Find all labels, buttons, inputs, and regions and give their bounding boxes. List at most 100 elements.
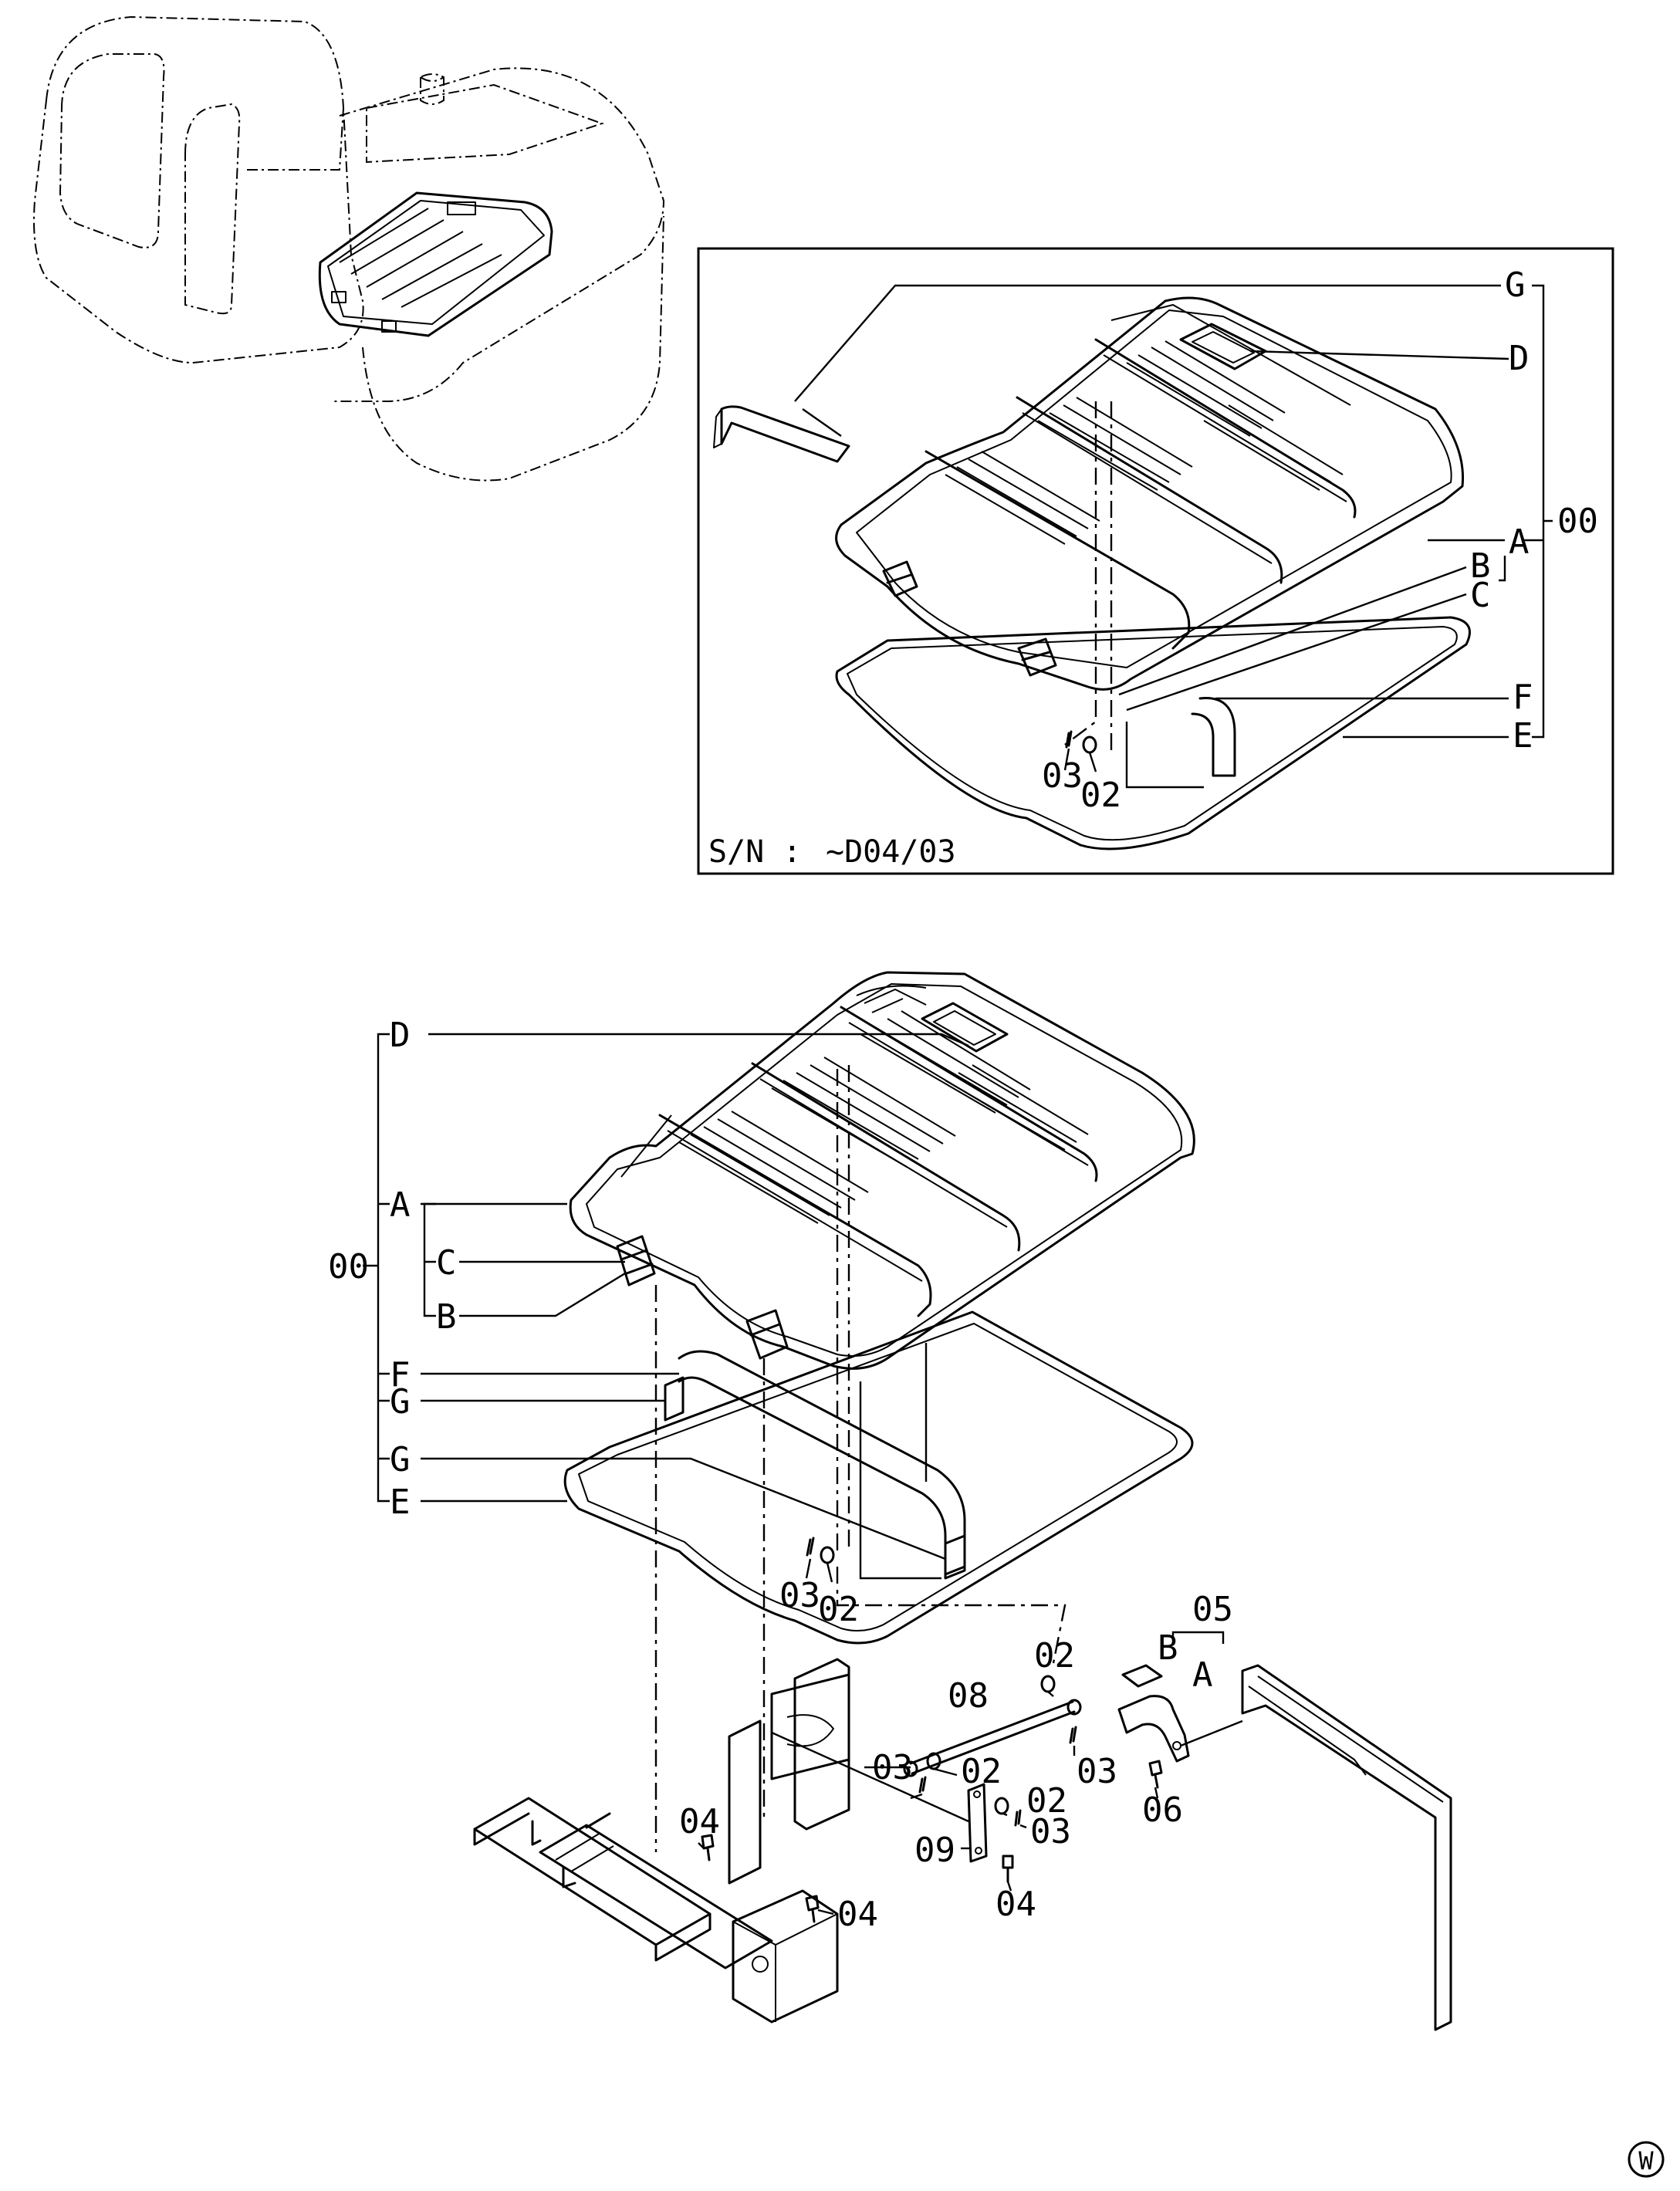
main-part-09-stay <box>967 1783 988 1863</box>
main-pin-03a <box>806 1537 815 1557</box>
inset-label-f: F <box>1513 678 1533 717</box>
main-vent-slots <box>678 1010 1089 1224</box>
main-label-00: 00 <box>328 1247 369 1287</box>
inset-label-e: E <box>1513 716 1533 756</box>
inset-label-00: 00 <box>1557 502 1598 541</box>
main-leader-d <box>428 1033 969 1047</box>
main-label-05: 05 <box>1192 1590 1233 1629</box>
main-label-b: B <box>436 1297 457 1337</box>
main-label-03c: 03 <box>872 1748 913 1787</box>
main-washer-02d <box>994 1797 1009 1815</box>
inset-label-g: G <box>1505 265 1526 305</box>
inset-leader-d <box>1249 350 1509 360</box>
main-label-04a: 04 <box>679 1802 720 1841</box>
main-leader-g2 <box>421 1457 946 1560</box>
main-washer-02a <box>820 1546 835 1564</box>
main-part-05b-plate <box>1121 1664 1163 1688</box>
main-label-f: F <box>390 1355 411 1395</box>
inset-part-g-strip <box>720 405 850 463</box>
main-leader-b <box>459 1272 626 1317</box>
main-bolt-04b <box>805 1895 820 1923</box>
inset-hinge-right <box>1017 637 1057 677</box>
main-pin-03b <box>1069 1726 1077 1744</box>
inset-label-03: 03 <box>1042 756 1083 796</box>
inset-label-02: 02 <box>1080 776 1121 815</box>
cab-door-line <box>247 107 344 171</box>
main-label-05a: A <box>1192 1655 1213 1695</box>
main-label-e: E <box>390 1483 411 1522</box>
cab-outline <box>33 15 364 364</box>
inset-bracket-00 <box>1532 284 1553 739</box>
inset-part-e-seal <box>835 616 1471 850</box>
main-mount-bracket-right <box>728 1658 850 2024</box>
inset-cover-body <box>835 296 1465 691</box>
main-cover-body <box>569 971 1195 1370</box>
main-hinge-left <box>616 1235 656 1287</box>
inset-assembly-line-1 <box>1064 401 1097 746</box>
main-label-08: 08 <box>948 1676 989 1716</box>
main-label-05b: B <box>1158 1628 1178 1668</box>
engine-hood-top <box>366 83 605 164</box>
main-label-g1: G <box>390 1382 411 1422</box>
inset-pin-03 <box>1065 730 1073 749</box>
main-label-03a: 03 <box>779 1576 820 1615</box>
cab-side-window <box>184 103 241 315</box>
main-part-05-bracket <box>1117 1664 1190 1763</box>
main-label-02b: 02 <box>1034 1636 1075 1675</box>
main-label-c: C <box>436 1243 457 1283</box>
inset-leader-02 <box>1088 752 1097 773</box>
inset-part-f-stay <box>1191 697 1236 777</box>
main-label-02c: 02 <box>961 1752 1002 1791</box>
main-bracket-cb <box>423 1202 436 1317</box>
inset-washer-02 <box>1082 735 1097 754</box>
cover-handle-small <box>447 201 476 215</box>
inset-leader-03 <box>1063 748 1070 771</box>
inset-label-b: B <box>1470 546 1491 586</box>
main-bolt-06 <box>1148 1760 1163 1789</box>
corner-mark-letter: W <box>1638 2146 1654 2176</box>
main-mount-bracket-left <box>473 1797 773 1970</box>
counterweight-outline <box>362 215 664 482</box>
main-label-02a: 02 <box>818 1590 859 1629</box>
main-bolt-04a <box>701 1834 715 1861</box>
corner-circle-mark: W <box>1628 2141 1665 2178</box>
main-bolt-04c <box>1002 1855 1014 1883</box>
cab-front-window <box>59 53 165 249</box>
main-part-f-stay <box>678 1350 966 1576</box>
main-label-06: 06 <box>1142 1790 1183 1830</box>
main-pin-03d <box>1014 1809 1022 1827</box>
main-bracket-05 <box>1171 1631 1225 1644</box>
inset-label-a: A <box>1509 522 1530 562</box>
exhaust-stack <box>420 73 445 105</box>
inset-serial-prefix: S/N : <box>708 834 801 870</box>
main-part-05a-bracket <box>1117 1695 1190 1763</box>
main-part-e-seal <box>563 1310 1194 1645</box>
main-label-g2: G <box>390 1440 411 1479</box>
main-label-a: A <box>390 1185 411 1225</box>
main-bracket-00 <box>363 1033 390 1503</box>
main-pin-03c <box>918 1776 927 1794</box>
main-part-g-cap-upper <box>664 1376 685 1422</box>
inset-leader-b <box>1118 566 1467 696</box>
main-hinge-right <box>745 1309 789 1360</box>
inset-hinge-left <box>882 560 918 597</box>
main-label-09: 09 <box>914 1831 955 1870</box>
inset-frame <box>697 247 1614 875</box>
main-assembly-line-5 <box>836 1567 1066 1664</box>
inset-leader-c <box>1126 593 1467 712</box>
excavator-context-illustration <box>33 15 665 482</box>
main-support-frame <box>1241 1664 1452 2031</box>
main-part-g-cap-lower <box>944 1534 966 1580</box>
inset-serial-range: ~D04/03 <box>826 834 956 870</box>
main-washer-02b <box>1040 1675 1056 1693</box>
inset-label-c: C <box>1470 576 1491 615</box>
inset-label-d: D <box>1509 339 1530 378</box>
inset-vent-slots <box>945 340 1344 545</box>
main-label-03d: 03 <box>1030 1812 1071 1851</box>
main-exploded-view: D A 00 C B F G G E 03 02 02 03 08 03 02 … <box>328 971 1452 2031</box>
inset-bracket-ab <box>1499 556 1506 582</box>
serial-inset-panel: G D A B C F E 00 03 02 S/N : ~D04/03 <box>697 247 1614 875</box>
inset-leader-g <box>794 284 1501 402</box>
main-label-02d: 02 <box>1026 1781 1067 1821</box>
main-label-d: D <box>390 1016 411 1055</box>
